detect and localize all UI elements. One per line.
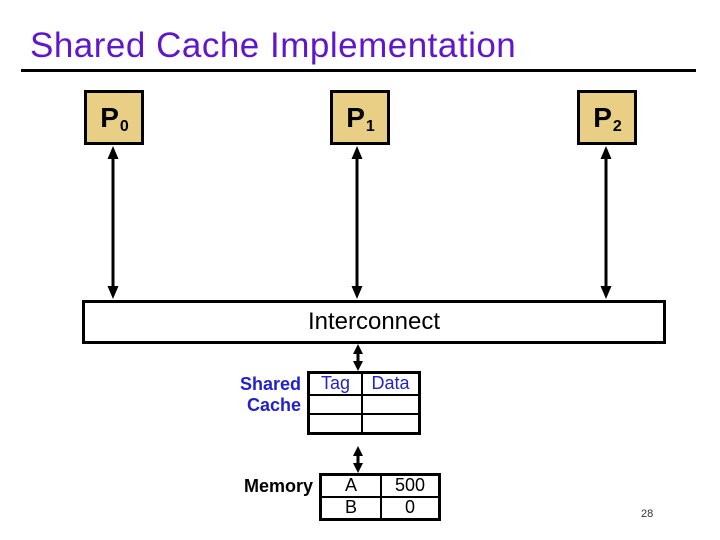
- shared-cache-label: Shared Cache: [213, 374, 301, 416]
- table-row: [307, 394, 421, 415]
- shared-cache-label-line2: Cache: [246, 395, 301, 415]
- cache-header-data: Data: [361, 371, 421, 396]
- shared-cache-table: Tag Data: [307, 371, 421, 435]
- p2-interconnect-arrow-icon: [600, 146, 612, 299]
- table-row: Tag Data: [307, 371, 421, 396]
- memory-label: Memory: [243, 476, 313, 496]
- title-underline: [21, 69, 696, 72]
- processor-label: P: [593, 101, 612, 133]
- cache-memory-arrow-icon: [353, 446, 363, 473]
- processor-label: P: [346, 101, 365, 133]
- interconnect-box: Interconnect: [82, 300, 666, 344]
- processor-label: P: [100, 101, 119, 133]
- page-number: 28: [641, 508, 654, 520]
- cache-cell: [307, 413, 363, 435]
- cache-cell: [307, 394, 363, 415]
- cache-header-tag: Tag: [307, 371, 363, 396]
- processor-subscript: 0: [119, 117, 129, 135]
- cache-cell: [361, 413, 421, 435]
- memory-cell-value: 500: [380, 473, 441, 498]
- memory-table: A 500 B 0: [319, 473, 441, 521]
- processor-subscript: 2: [612, 117, 622, 135]
- memory-cell-address: B: [319, 495, 382, 521]
- memory-cell-address: A: [319, 473, 382, 498]
- p0-interconnect-arrow-icon: [107, 146, 119, 299]
- table-row: B 0: [319, 495, 441, 521]
- memory-cell-value: 0: [380, 495, 441, 521]
- shared-cache-label-line1: Shared: [239, 374, 301, 394]
- table-row: [307, 413, 421, 435]
- p1-interconnect-arrow-icon: [351, 146, 363, 299]
- interconnect-label: Interconnect: [307, 308, 441, 335]
- processor-subscript: 1: [365, 117, 375, 135]
- interconnect-cache-arrow-icon: [353, 344, 363, 371]
- slide-title: Shared Cache Implementation: [30, 26, 517, 65]
- table-row: A 500: [319, 473, 441, 498]
- cache-cell: [361, 394, 421, 415]
